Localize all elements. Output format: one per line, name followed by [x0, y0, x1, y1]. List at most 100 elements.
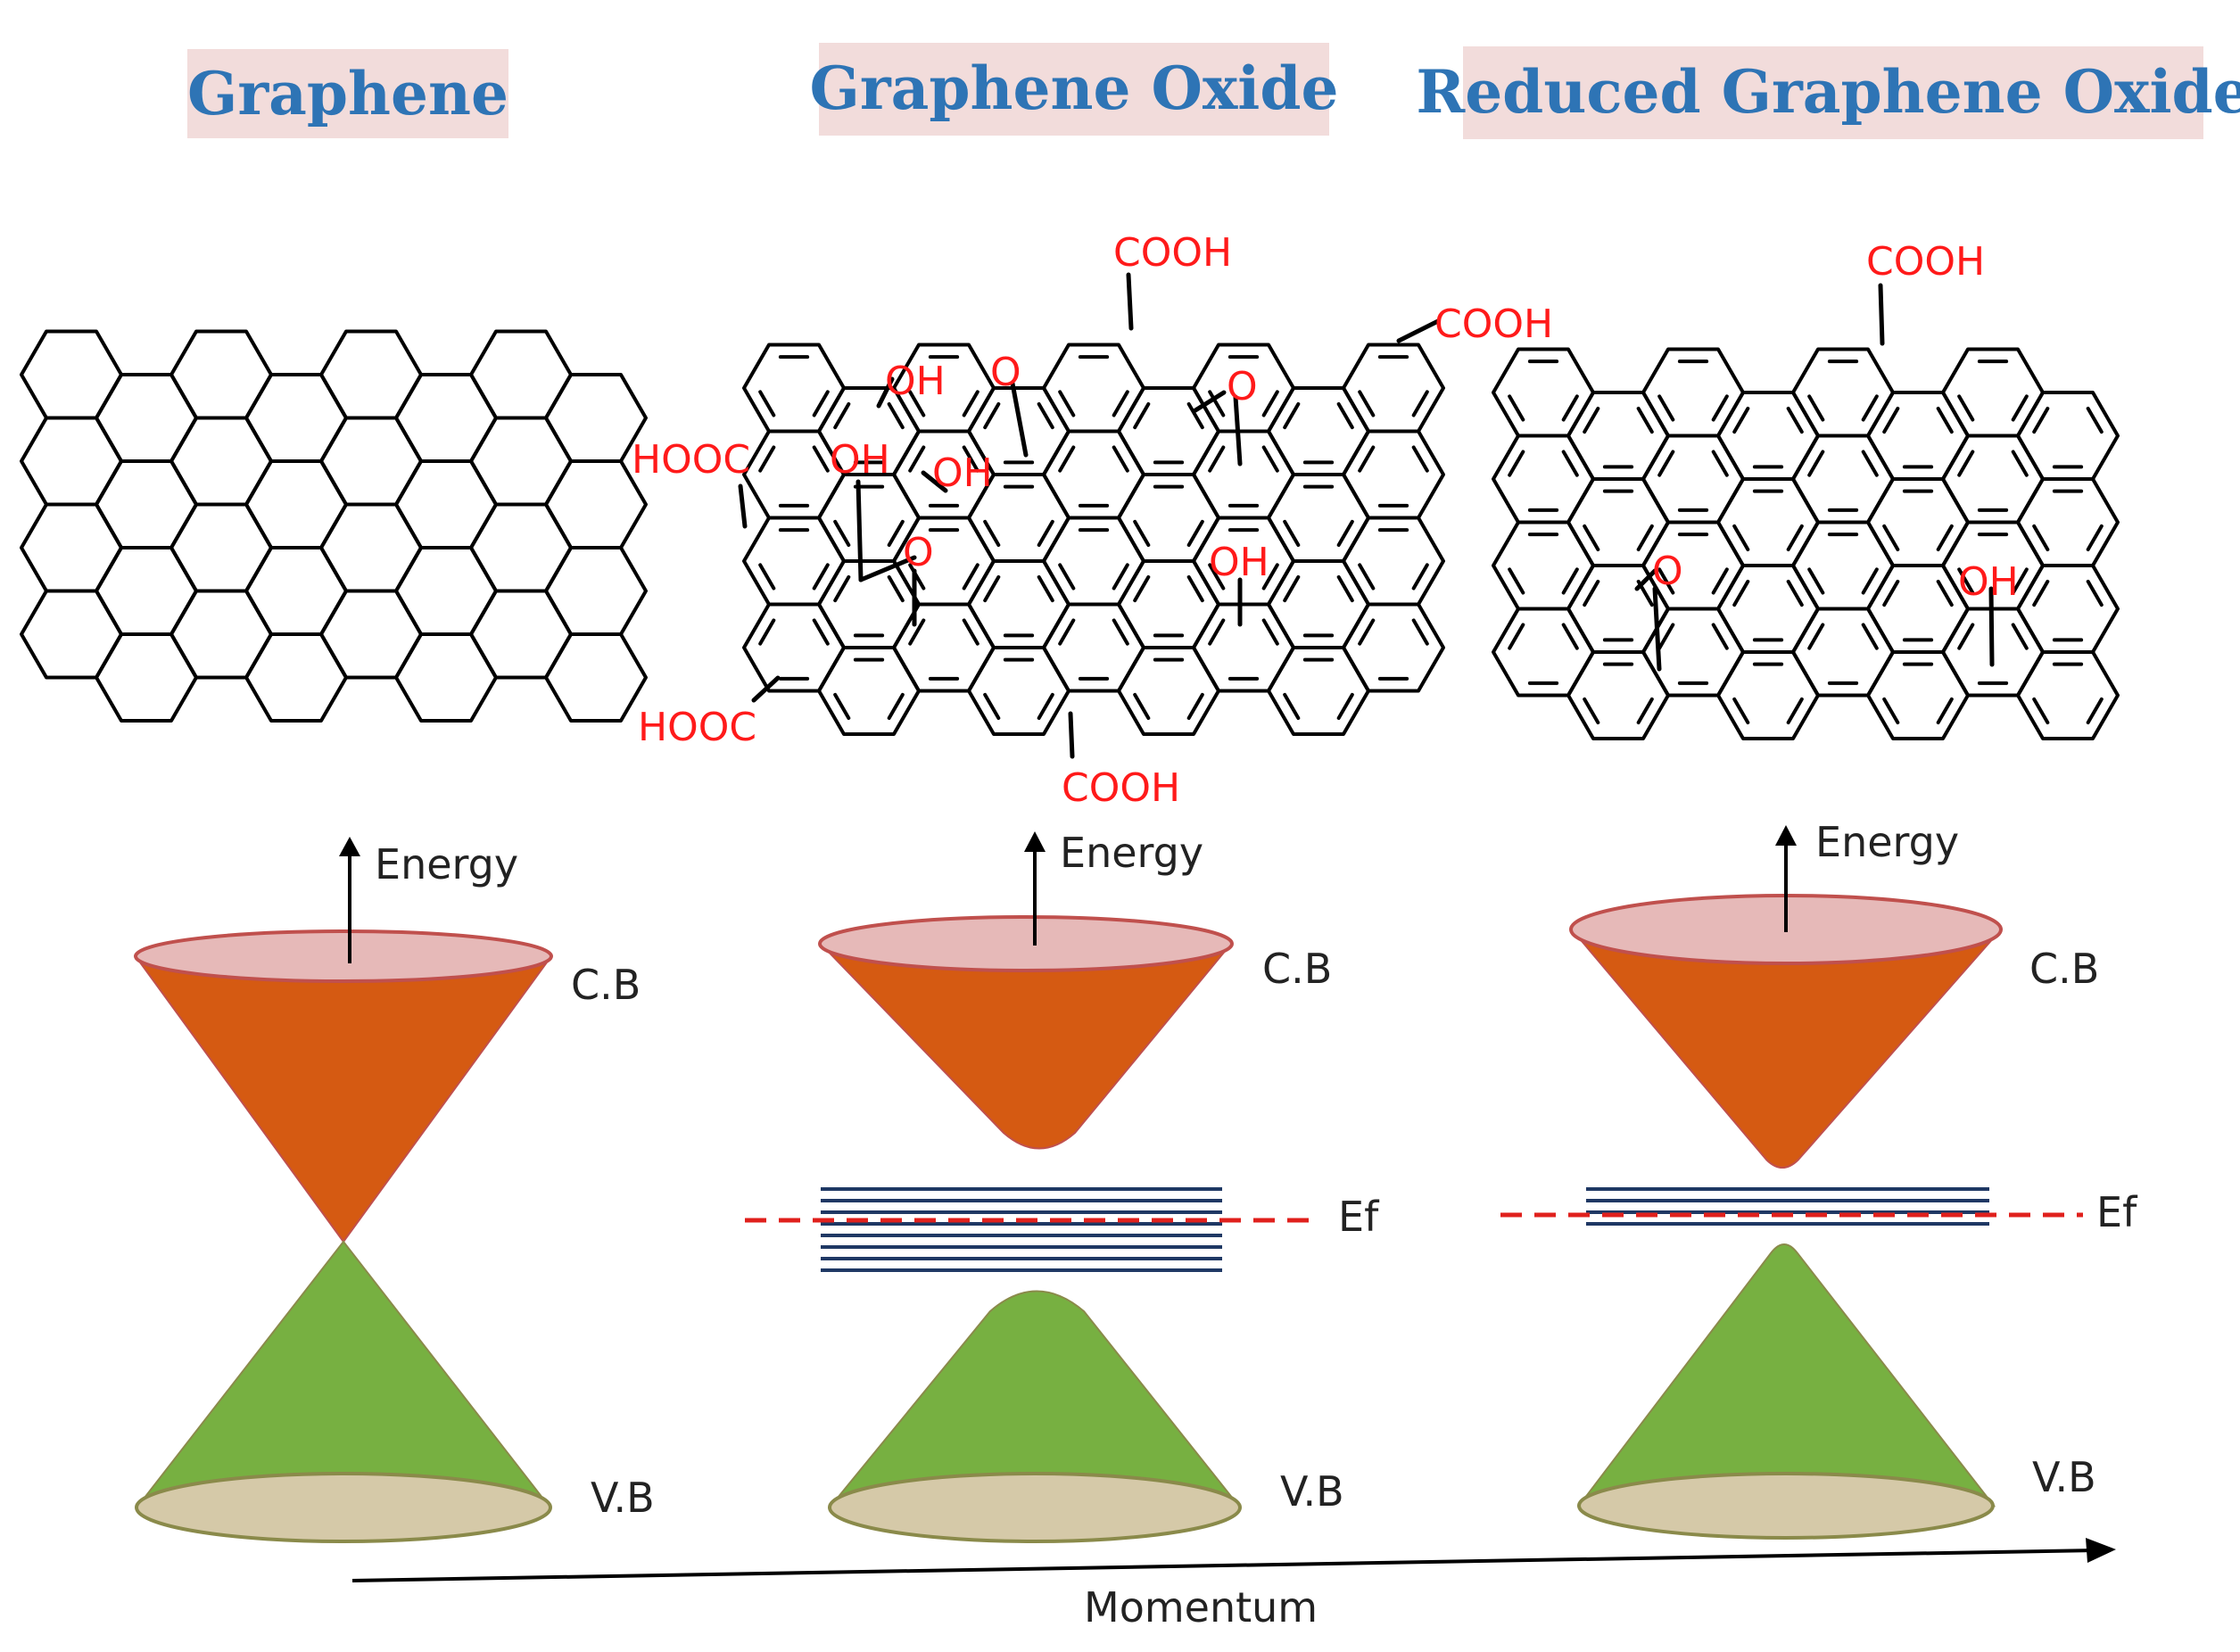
double-bond [833, 692, 851, 721]
double-bond [1283, 519, 1301, 548]
double-bond [758, 618, 776, 646]
double-bond [1561, 450, 1579, 477]
rgo-epoxy: O [1652, 549, 1683, 594]
double-bond [1508, 394, 1525, 422]
go-cooh-top: COOH [1113, 230, 1232, 276]
hexagon-ring [169, 589, 273, 680]
rgo-oh: OH [1958, 559, 2019, 605]
double-bond [983, 519, 1001, 548]
double-bond [1807, 394, 1825, 422]
hexagon-ring [20, 589, 123, 680]
title-graphene: Graphene [187, 49, 508, 138]
graphene-oxide-band-diagram: Energy C.B Ef V.B [745, 829, 1380, 1543]
double-bond [1561, 623, 1579, 650]
double-bond [1732, 697, 1750, 725]
go-energy-label: Energy [1060, 829, 1203, 877]
hexagon-ring [20, 329, 123, 420]
double-bond [983, 401, 1001, 430]
double-bond [1732, 406, 1750, 434]
graphene-conduction-cone [134, 955, 553, 1243]
rgo-band-diagram: Energy C.B Ef V.B [1500, 818, 2138, 1540]
graphene-band-diagram: Energy C.B V.B [134, 837, 655, 1543]
hexagon-ring [544, 632, 648, 723]
double-bond [962, 618, 979, 646]
double-bond [1112, 618, 1129, 646]
double-bond [1807, 450, 1825, 477]
go-valence-cone [827, 1290, 1243, 1508]
reduced-graphene-oxide-lattice [1492, 347, 2120, 740]
double-bond [1358, 445, 1376, 473]
double-bond [1636, 697, 1654, 725]
double-bond [1411, 445, 1429, 473]
hexagon-ring [469, 329, 573, 420]
hexagon-ring [469, 416, 573, 507]
double-bond [1208, 390, 1226, 417]
double-bond [1411, 563, 1429, 591]
double-bond [833, 519, 851, 548]
go-cb-top-ellipse [818, 915, 1234, 972]
double-bond [887, 692, 905, 721]
go-oh-2: OH [830, 437, 890, 483]
double-bond [1411, 390, 1429, 417]
go-epoxy-3: O [903, 530, 934, 575]
hexagon-ring [169, 416, 273, 507]
graphene-valence-cone [136, 1240, 551, 1507]
hexagon-ring [244, 458, 348, 549]
double-bond [1358, 390, 1376, 417]
double-bond [1936, 579, 1954, 607]
graphene-oxide-lattice [742, 343, 1445, 736]
hexagon-ring [394, 632, 498, 723]
double-bond [833, 574, 851, 603]
hexagon-ring [20, 502, 123, 593]
double-bond [1336, 401, 1354, 430]
double-bond [758, 563, 776, 591]
double-bond [758, 445, 776, 473]
graphene-lattice [20, 329, 648, 723]
double-bond [1261, 563, 1279, 591]
double-bond [812, 563, 830, 591]
rgo-valence-cone [1576, 1243, 1996, 1507]
hexagon-ring [244, 545, 348, 636]
go-cooh-bottom: COOH [1062, 765, 1180, 811]
double-bond [1112, 445, 1129, 473]
double-bond [1882, 406, 1900, 434]
hexagon-ring [319, 502, 423, 593]
double-bond [812, 445, 830, 473]
double-bond [1861, 450, 1879, 477]
double-bond [812, 618, 830, 646]
double-bond [1508, 623, 1525, 650]
go-oh-3: OH [932, 450, 993, 496]
double-bond [1583, 697, 1600, 725]
hexagon-ring [2016, 649, 2120, 740]
go-vb-label: V.B [1280, 1467, 1344, 1516]
double-bond [1807, 623, 1825, 650]
rgo-functional-groups: COOH O OH [1634, 239, 2019, 672]
double-bond [1583, 524, 1600, 552]
double-bond [908, 618, 926, 646]
double-bond [1882, 524, 1900, 552]
double-bond [1186, 519, 1204, 548]
hexagon-ring [469, 502, 573, 593]
double-bond [1058, 390, 1076, 417]
double-bond [1711, 394, 1729, 422]
hexagon-ring [244, 373, 348, 463]
double-bond [1561, 394, 1579, 422]
graphene-vb-label: V.B [591, 1474, 655, 1522]
double-bond [1058, 563, 1076, 591]
double-bond [1208, 445, 1226, 473]
double-bond [1882, 697, 1900, 725]
double-bond [908, 445, 926, 473]
title-reduced-graphene-oxide: Reduced Graphene Oxide [1416, 46, 2240, 139]
double-bond [1657, 450, 1675, 477]
double-bond [758, 390, 776, 417]
hexagon-ring [394, 458, 498, 549]
double-bond [1186, 692, 1204, 721]
double-bond [983, 692, 1001, 721]
double-bond [2086, 697, 2104, 725]
double-bond [1957, 623, 1975, 650]
double-bond [2086, 524, 2104, 552]
double-bond [962, 445, 979, 473]
double-bond [1861, 567, 1879, 595]
momentum-label: Momentum [1084, 1583, 1318, 1631]
